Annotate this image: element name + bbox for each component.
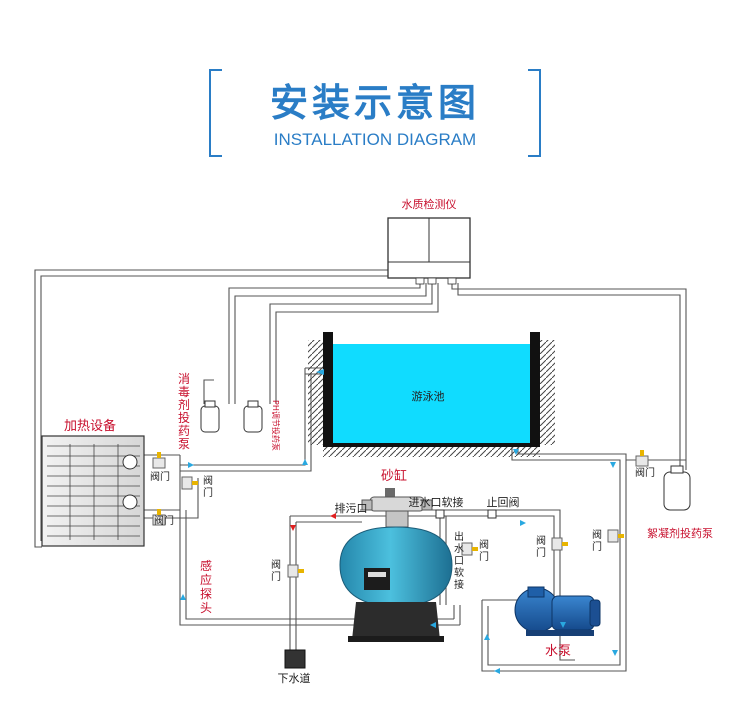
check-valve-label: 止回阀 [487, 495, 520, 509]
valve: 阀门 [152, 509, 174, 527]
outlet-hose-char: 接 [454, 578, 464, 591]
sensor-label-char: 探 [200, 587, 212, 601]
valve-label: 阀门 [635, 466, 655, 479]
water-tester-label: 水质检测仪 [402, 197, 457, 211]
sand-filter-label: 砂缸 [381, 468, 407, 484]
title-en: INSTALLATION DIAGRAM [274, 130, 476, 149]
valve: 阀 门 [181, 474, 213, 499]
water-pump: 水泵 [514, 586, 601, 659]
ph-pump: PH调节投药泵 [243, 400, 281, 451]
flocculant-pump-label: 絮凝剂投药泵 [647, 526, 713, 540]
valve: 阀 门 [271, 558, 304, 583]
water-tester: 水质检测仪 [387, 197, 471, 285]
valve-label-char: 阀 [536, 534, 546, 547]
valve: 阀 门 [536, 534, 568, 559]
water-pump-label: 水泵 [545, 644, 571, 659]
outlet-hose-char: 水 [454, 543, 464, 555]
bracket-left [209, 69, 222, 157]
drain-label: 下水道 [278, 671, 311, 685]
valve: 阀 门 [592, 528, 624, 553]
disinfectant-label-char: 剂 [178, 397, 190, 412]
sand-filter: 砂缸 [339, 468, 453, 642]
valve-label-char: 阀 [592, 528, 602, 541]
inlet-hose-label: 进水口软接 [409, 495, 464, 509]
flocculant-pump: 絮凝剂投药泵 [647, 465, 713, 540]
valve-label-char: 门 [592, 540, 602, 553]
sensor-label-char: 头 [200, 601, 212, 615]
outlet-hose-char: 出 [454, 530, 464, 543]
outlet-hose-char: 软 [454, 566, 464, 579]
sensor-label-char: 应 [200, 572, 212, 587]
valve-label-char: 阀 [271, 558, 281, 571]
outlet-hose-char: 口 [454, 556, 464, 567]
sensor: 感 应 探 头 [200, 558, 212, 615]
disinfectant-label-char: 消 [178, 372, 190, 386]
valve-label-char: 阀 [479, 538, 489, 551]
valve-label-char: 门 [479, 550, 489, 563]
pipe-labels: 排污口 进水口软接 止回阀 出 水 口 软 接 [335, 495, 520, 591]
flow-arrows [180, 369, 618, 674]
valve-label: 阀门 [150, 470, 170, 483]
valve-label: 阀门 [154, 514, 174, 527]
valves: 阀门 阀门 阀 门 阀 门 阀 门 [150, 450, 655, 583]
disinfectant-label-char: 毒 [178, 385, 190, 399]
sand-filter-tank [339, 526, 453, 608]
swimming-pool: 游泳池 [308, 332, 555, 457]
disinfectant-pump: 消 毒 剂 投 药 泵 [178, 372, 220, 451]
pool-label: 游泳池 [412, 389, 445, 403]
valve-label-char: 阀 [203, 474, 213, 487]
ph-pump-label: PH调节投药泵 [271, 400, 281, 451]
pool-water [333, 344, 530, 443]
disinfectant-label-char: 投 [178, 410, 190, 425]
pipe-network [34, 269, 687, 672]
valve-label-char: 门 [203, 486, 213, 499]
header: 安装示意图 INSTALLATION DIAGRAM [209, 69, 541, 157]
drain: 下水道 [278, 649, 311, 685]
disinfectant-label-char: 泵 [178, 437, 190, 451]
valve: 阀 门 [461, 538, 489, 563]
valve-label-char: 门 [536, 546, 546, 559]
sewage-label: 排污口 [335, 501, 368, 515]
heater-label: 加热设备 [64, 418, 116, 434]
disinfectant-label-char: 药 [178, 424, 190, 438]
bracket-right [528, 69, 541, 157]
heater: 加热设备 [41, 418, 145, 547]
valve: 阀门 [150, 452, 170, 483]
title-zh: 安装示意图 [270, 81, 480, 125]
valve-label-char: 门 [271, 570, 281, 583]
valve: 阀门 [635, 450, 655, 479]
sensor-label-char: 感 [200, 558, 212, 573]
